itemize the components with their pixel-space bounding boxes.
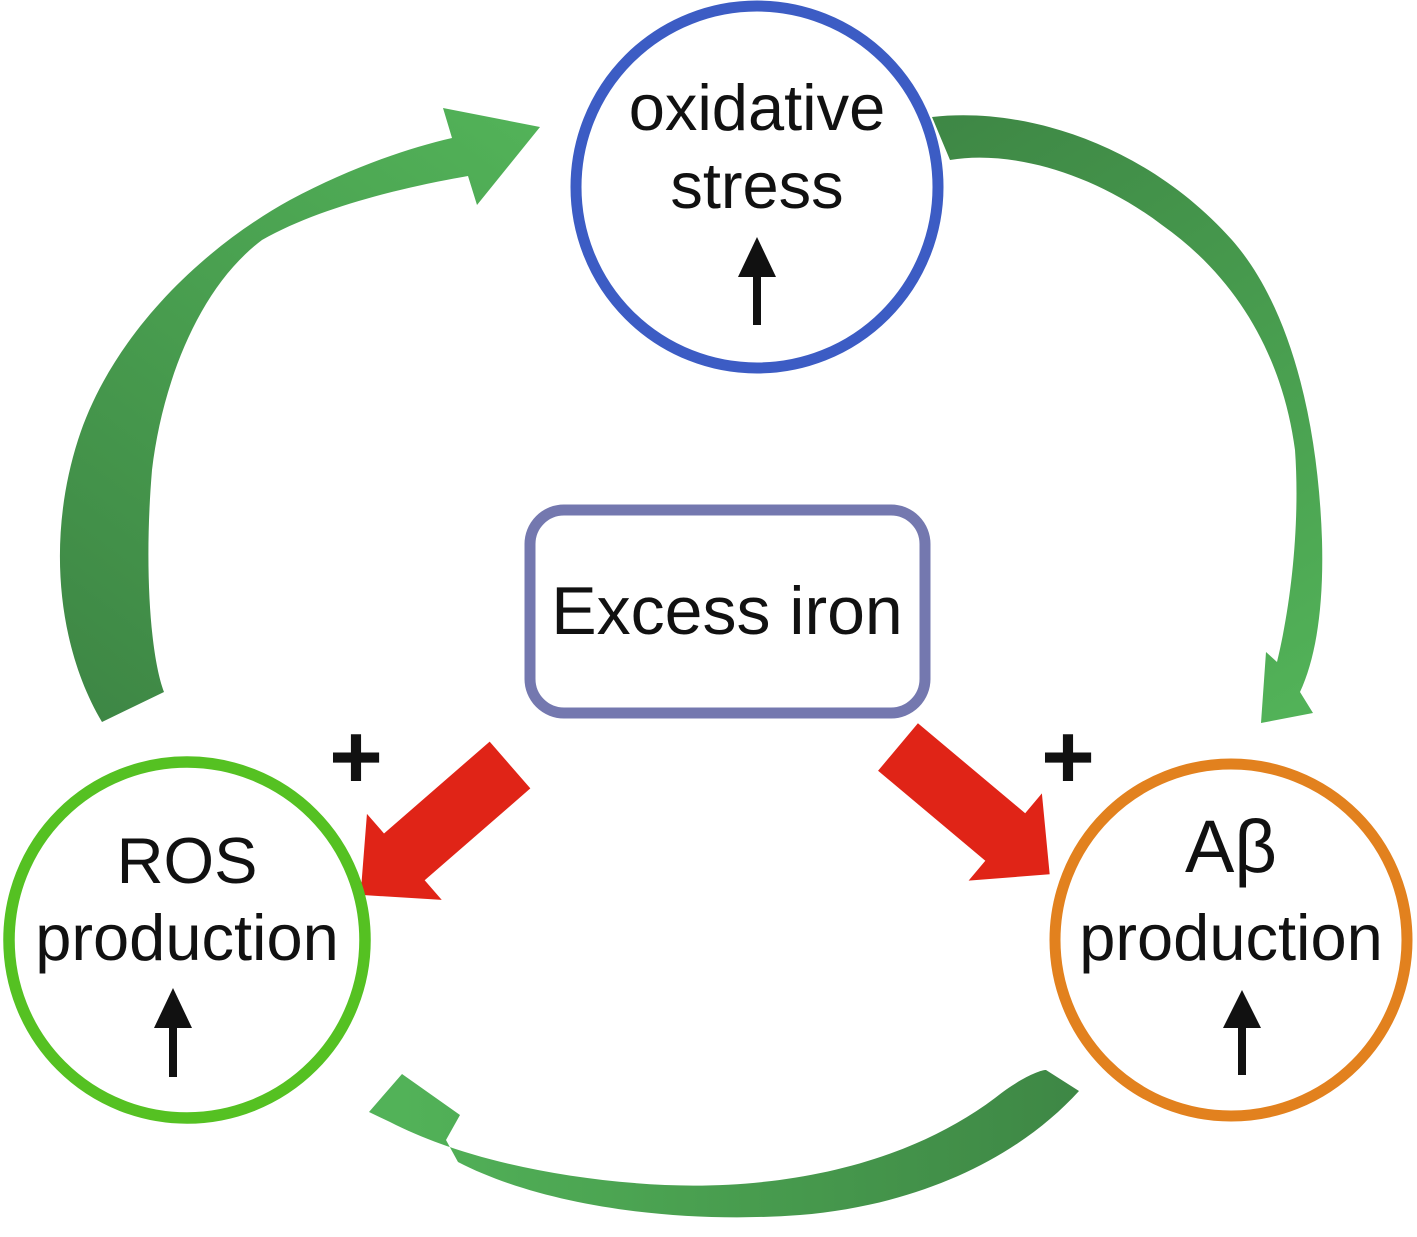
excess-iron-label: Excess iron: [551, 573, 902, 649]
node-ros-production: ROS production: [3, 756, 371, 1124]
node-abeta-production: Aβ production: [1049, 758, 1413, 1122]
up-arrow-icon: [738, 237, 776, 325]
up-arrow-icon: [1223, 990, 1261, 1075]
oxidative-stress-label-line2: stress: [670, 149, 843, 222]
ros-production-label-line1: ROS: [117, 824, 258, 897]
node-oxidative-stress: oxidative stress: [570, 0, 944, 374]
ros-production-label-line2: production: [35, 901, 339, 974]
plus-sign-left: +: [329, 706, 383, 808]
iron-effect-arrow-left-icon: [360, 741, 531, 900]
abeta-production-label-line1: Aβ: [1185, 805, 1277, 888]
excess-iron-box-outline: [524, 504, 931, 719]
excess-iron-box: Excess iron: [524, 504, 931, 719]
cycle-arrow-abeta-to-ros-icon: [369, 1070, 1079, 1218]
ros-production-circle: [3, 756, 371, 1124]
up-arrow-icon: [154, 988, 192, 1077]
cycle-arrow-ros-to-oxidative-icon: [59, 108, 540, 722]
abeta-production-label-line2: production: [1079, 901, 1383, 974]
plus-sign-right: +: [1041, 706, 1095, 808]
abeta-production-circle: [1049, 758, 1413, 1122]
iron-effect-arrow-right-icon: [878, 723, 1050, 881]
oxidative-stress-circle: [570, 0, 944, 374]
oxidative-stress-label-line1: oxidative: [629, 71, 886, 144]
cycle-arrow-oxidative-to-abeta-icon: [932, 115, 1323, 724]
